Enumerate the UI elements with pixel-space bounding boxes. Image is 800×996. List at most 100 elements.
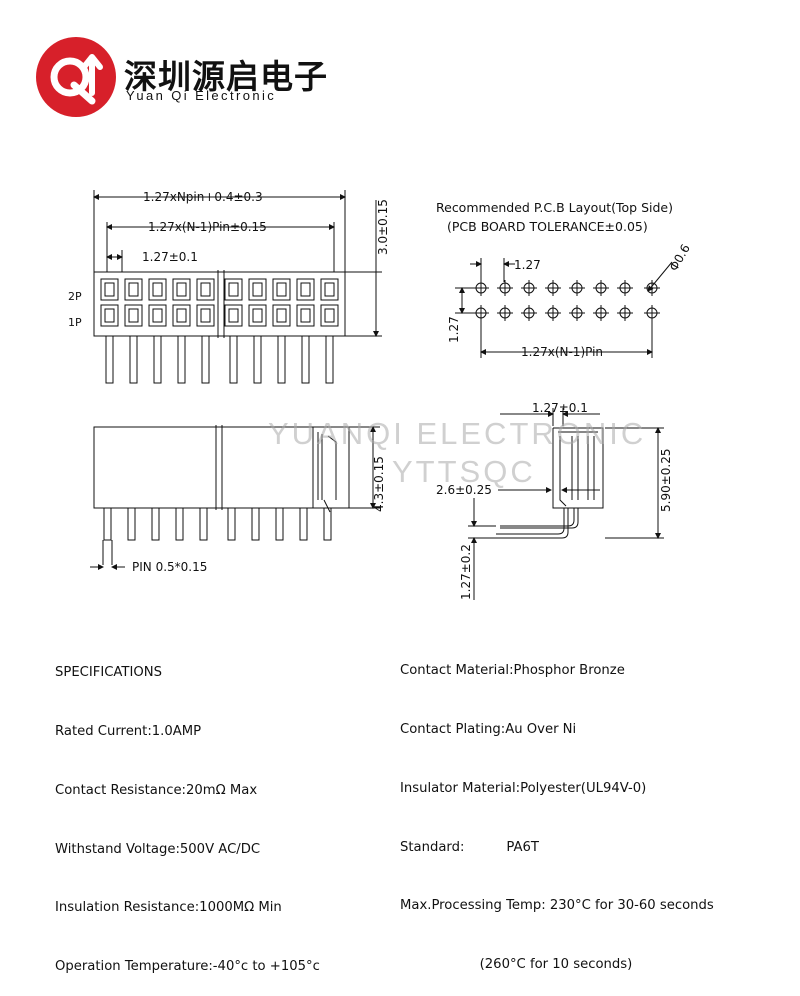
specs-left: SPECIFICATIONS Rated Current:1.0AMP Cont… bbox=[55, 624, 320, 996]
contact-cell bbox=[172, 304, 191, 327]
pin bbox=[301, 335, 310, 384]
front-dim-total: 1.27xNpin+0.4±0.3 bbox=[143, 190, 263, 204]
contact-hole bbox=[128, 308, 139, 323]
technical-drawing: 1.27xNpin+0.4±0.3 1.27x(N-1)Pin±0.15 1.2… bbox=[68, 190, 693, 600]
pin bbox=[175, 507, 184, 541]
contact-hole bbox=[276, 282, 287, 297]
spec-line: Operation Temperature:-40°c to +105°c bbox=[55, 959, 320, 975]
front-view-contacts bbox=[100, 278, 339, 327]
spec-line: Withstand Voltage:500V AC/DC bbox=[55, 841, 261, 857]
pin bbox=[277, 335, 286, 384]
contact-cell bbox=[100, 304, 119, 327]
spec-line: Contact Material:Phosphor Bronze bbox=[400, 663, 625, 679]
specs-right: Contact Material:Phosphor Bronze Contact… bbox=[400, 622, 714, 994]
pin bbox=[105, 335, 114, 384]
contact-hole bbox=[104, 308, 115, 323]
contact-hole bbox=[252, 282, 263, 297]
contact-hole bbox=[276, 308, 287, 323]
pin bbox=[227, 507, 236, 541]
contact-cell bbox=[296, 304, 315, 327]
spec-line: Insulator Material:Polyester(UL94V-0) bbox=[400, 780, 647, 796]
contact-hole bbox=[324, 308, 335, 323]
pin bbox=[325, 335, 334, 384]
side-dim-pin: PIN 0.5*0.15 bbox=[132, 560, 207, 574]
front-dim-pitch-n: 1.27x(N-1)Pin±0.15 bbox=[148, 220, 267, 234]
contact-cell bbox=[196, 304, 215, 327]
company-name-cn: 深圳源启电子 bbox=[124, 57, 328, 96]
pin bbox=[199, 507, 208, 541]
contact-cell bbox=[224, 278, 243, 301]
pin bbox=[177, 335, 186, 384]
side-dim-height: 4.3±0.15 bbox=[372, 456, 386, 512]
contact-cell bbox=[148, 304, 167, 327]
pcb-dim-pitch: 1.27 bbox=[514, 258, 541, 272]
contact-hole bbox=[176, 282, 187, 297]
spec-line: Contact Plating:Au Over Ni bbox=[400, 721, 577, 737]
contact-cell bbox=[124, 304, 143, 327]
pcb-layout-tolerance: (PCB BOARD TOLERANCE±0.05) bbox=[447, 219, 648, 234]
profile-dim-top: 1.27±0.1 bbox=[532, 401, 588, 415]
row-label-2p: 2P bbox=[68, 290, 82, 303]
contact-hole bbox=[152, 308, 163, 323]
spec-line: SPECIFICATIONS bbox=[55, 665, 162, 681]
pin bbox=[127, 507, 136, 541]
watermark-line-2: YTTSQC bbox=[392, 454, 536, 489]
contact-hole bbox=[128, 282, 139, 297]
pcb-layout-title: Recommended P.C.B Layout(Top Side) bbox=[436, 200, 673, 215]
pcb-holes bbox=[473, 280, 660, 321]
pin bbox=[275, 507, 284, 541]
spec-line: Max.Processing Temp: 230°C for 30-60 sec… bbox=[400, 898, 714, 914]
front-view-pins bbox=[105, 335, 334, 384]
pin bbox=[253, 335, 262, 384]
contact-cell bbox=[272, 278, 291, 301]
contact-hole bbox=[104, 282, 115, 297]
contact-hole bbox=[200, 308, 211, 323]
spec-line: Insulation Resistance:1000MΩ Min bbox=[55, 900, 282, 916]
spec-line: (260°C for 10 seconds) bbox=[400, 957, 633, 973]
contact-hole bbox=[228, 308, 239, 323]
contact-cell bbox=[296, 278, 315, 301]
contact-cell bbox=[100, 278, 119, 301]
pcb-layout bbox=[455, 258, 673, 358]
contact-hole bbox=[324, 282, 335, 297]
company-name-en: Yuan Qi Electronic bbox=[126, 88, 277, 103]
contact-cell bbox=[272, 304, 291, 327]
contact-hole bbox=[152, 282, 163, 297]
spec-line: Standard: PA6T bbox=[400, 839, 539, 855]
pin bbox=[153, 335, 162, 384]
contact-cell bbox=[248, 278, 267, 301]
contact-hole bbox=[228, 282, 239, 297]
pin bbox=[151, 507, 160, 541]
spec-line: Contact Resistance:20mΩ Max bbox=[55, 782, 258, 798]
pin bbox=[229, 335, 238, 384]
company-logo bbox=[34, 35, 118, 119]
pin bbox=[103, 507, 112, 541]
profile-dim-offset: 2.6±0.25 bbox=[436, 483, 492, 497]
profile-view bbox=[468, 408, 664, 600]
yuanqi-logo-icon bbox=[36, 37, 116, 117]
contact-cell bbox=[320, 304, 339, 327]
contact-cell bbox=[248, 304, 267, 327]
profile-dim-tail: 1.27±0.2 bbox=[459, 544, 473, 600]
pcb-dim-hole: Φ0.6 bbox=[666, 242, 692, 274]
pin bbox=[129, 335, 138, 384]
front-dim-height: 3.0±0.15 bbox=[376, 199, 390, 255]
contact-hole bbox=[252, 308, 263, 323]
pin bbox=[201, 335, 210, 384]
contact-cell bbox=[172, 278, 191, 301]
contact-cell bbox=[224, 304, 243, 327]
contact-cell bbox=[148, 278, 167, 301]
profile-dim-height: 5.90±0.25 bbox=[659, 449, 673, 513]
row-label-1p: 1P bbox=[68, 316, 82, 329]
contact-cell bbox=[320, 278, 339, 301]
contact-cell bbox=[196, 278, 215, 301]
contact-hole bbox=[200, 282, 211, 297]
spec-line: Rated Current:1.0AMP bbox=[55, 723, 202, 739]
contact-hole bbox=[176, 308, 187, 323]
side-view-pins bbox=[103, 507, 332, 541]
pin bbox=[251, 507, 260, 541]
watermark-line-1: YUANQI ELECTRONIC bbox=[268, 416, 647, 451]
pin bbox=[299, 507, 308, 541]
contact-cell bbox=[124, 278, 143, 301]
pcb-dim-row: 1.27 bbox=[447, 316, 461, 343]
